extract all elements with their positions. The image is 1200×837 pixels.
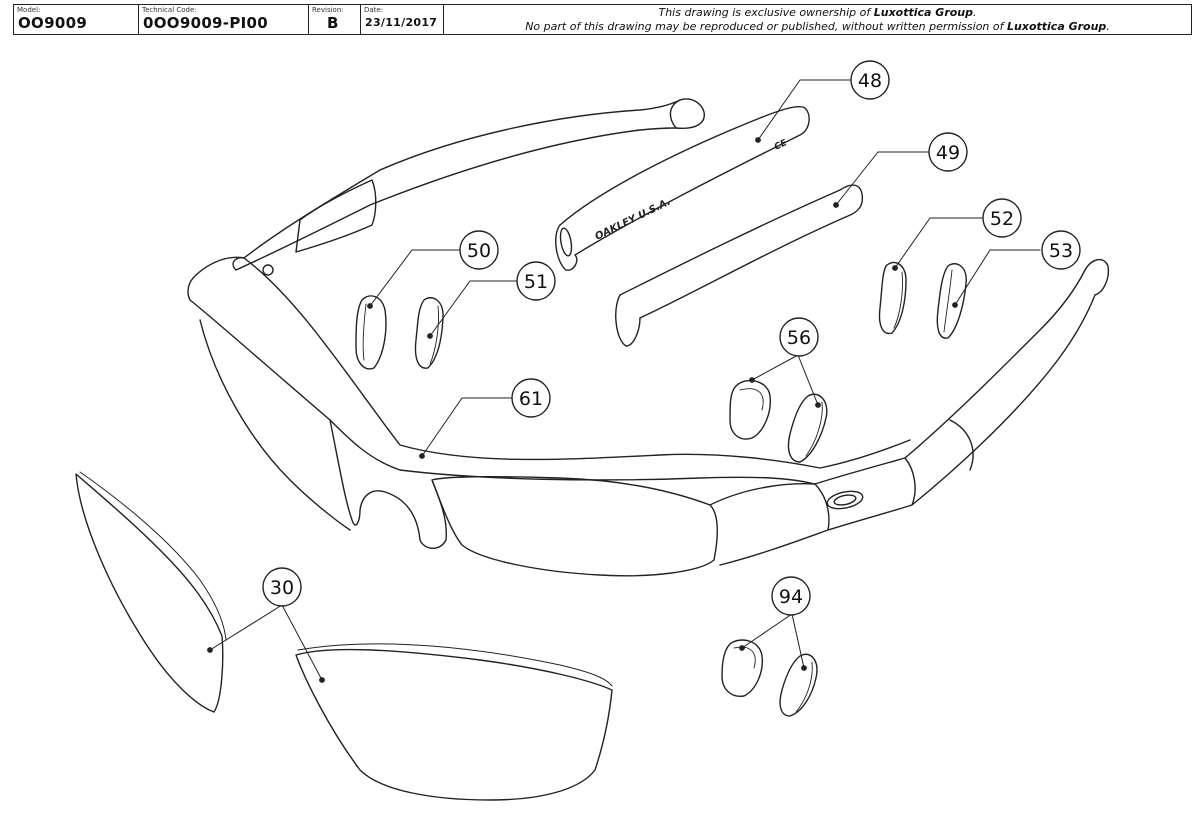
nose-pad-52: [878, 261, 907, 335]
nose-pad-56-a: [729, 379, 771, 440]
nose-pad-53: [936, 263, 967, 339]
nose-pad-94-b: [779, 653, 818, 717]
ownership-notice: This drawing is exclusive ownership of L…: [444, 5, 1191, 34]
right-temple: [904, 259, 1110, 506]
callout-53-label: 53: [1049, 240, 1073, 262]
sleeve-mark-text: CE: [773, 138, 790, 153]
notice-line-1: This drawing is exclusive ownership of L…: [444, 6, 1191, 20]
revision-cell: Revision: B: [309, 5, 361, 34]
model-value: OO9009: [18, 14, 88, 32]
lens-right: [295, 648, 613, 801]
date-value: 23/11/2017: [365, 16, 438, 29]
notice-line-1-brand: Luxottica Group: [873, 6, 974, 19]
left-lens-frame-edge: [199, 319, 351, 531]
callout-50-label: 50: [467, 240, 491, 262]
notice-line-1-end: .: [973, 6, 977, 19]
technical-code-label: Technical Code:: [142, 6, 197, 14]
callout-49: 49: [928, 132, 968, 172]
callout-61-label: 61: [519, 388, 543, 410]
callout-48-label: 48: [858, 70, 882, 92]
callout-52-label: 52: [990, 208, 1014, 230]
revision-label: Revision:: [312, 6, 344, 14]
callout-51-label: 51: [524, 271, 548, 293]
callout-52: 52: [982, 198, 1022, 238]
sleeve-print-text: OAKLEY U.S.A.: [593, 197, 672, 243]
logo-icon: [826, 490, 864, 510]
nose-pad-51: [414, 297, 444, 369]
notice-line-2-end: .: [1106, 20, 1110, 33]
callout-56-label: 56: [787, 327, 811, 349]
callout-49-label: 49: [936, 142, 960, 164]
notice-line-2-text: No part of this drawing may be reproduce…: [525, 20, 1008, 33]
callout-48: 48: [850, 60, 890, 100]
model-label: Model:: [17, 6, 41, 14]
callout-50: 50: [459, 230, 499, 270]
callout-94-label: 94: [779, 586, 803, 608]
title-block: Model: OO9009 Technical Code: 0OO9009-PI…: [13, 4, 1192, 35]
temple-sleeve-48: OAKLEY U.S.A. CE: [555, 106, 810, 271]
left-temple: [232, 98, 705, 276]
callout-61: 61: [511, 378, 551, 418]
notice-line-2: No part of this drawing may be reproduce…: [444, 20, 1191, 34]
nose-pad-56-b: [787, 393, 828, 463]
nose-pad-50: [355, 295, 387, 370]
technical-code-cell: Technical Code: 0OO9009-PI00: [139, 5, 309, 34]
date-cell: Date: 23/11/2017: [361, 5, 444, 34]
temple-sleeve-49: [615, 184, 864, 347]
technical-code-value: 0OO9009-PI00: [143, 14, 268, 32]
callout-53: 53: [1041, 230, 1081, 270]
lens-left: [75, 473, 224, 713]
notice-line-2-brand: Luxottica Group: [1007, 20, 1107, 33]
notice-line-1-text: This drawing is exclusive ownership of: [658, 6, 874, 19]
leader-lines: [207, 79, 1041, 683]
callout-94: 94: [771, 576, 811, 616]
model-cell: Model: OO9009: [14, 5, 139, 34]
nose-pad-94-a: [721, 639, 763, 697]
callout-56: 56: [779, 317, 819, 357]
revision-value: B: [327, 14, 339, 32]
callout-30: 30: [262, 567, 302, 607]
frame-front: [187, 256, 916, 577]
callout-51: 51: [516, 261, 556, 301]
date-label: Date:: [364, 6, 384, 14]
callout-30-label: 30: [270, 577, 294, 599]
